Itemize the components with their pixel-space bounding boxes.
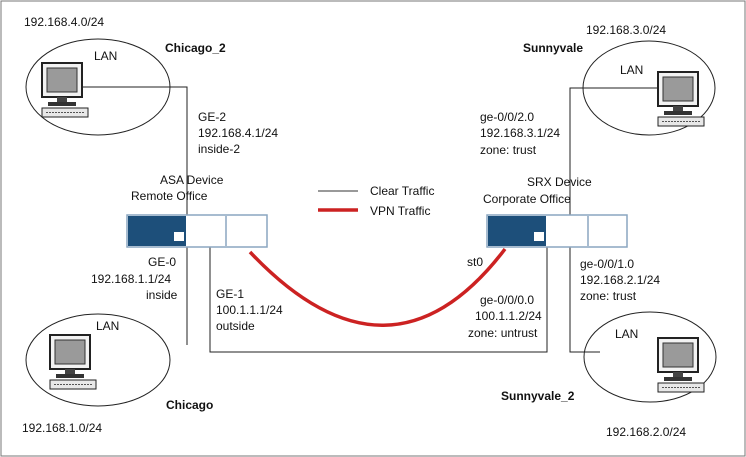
asa-ge1-port: GE-1 — [216, 287, 244, 301]
subnet-label: 192.168.2.0/24 — [606, 425, 686, 439]
vpn-tunnel-line — [248, 247, 507, 327]
lan-label: LAN — [96, 319, 119, 333]
subnet-label: 192.168.4.0/24 — [24, 15, 104, 29]
srx-trust-bottom-ip: 192.168.2.1/24 — [580, 273, 660, 287]
computer-icon — [41, 62, 89, 118]
link-outside-untrust — [209, 247, 548, 353]
lan-ellipse-sunnyvale2 — [583, 311, 717, 403]
asa-device-icon — [126, 214, 268, 248]
asa-ge2-zone: inside-2 — [198, 142, 240, 156]
asa-title: ASA Device — [160, 173, 224, 187]
asa-subtitle: Remote Office — [131, 189, 208, 203]
legend-vpn-label: VPN Traffic — [370, 204, 430, 218]
site-name: Sunnyvale_2 — [501, 389, 575, 403]
lan-ellipse-sunnyvale — [582, 40, 716, 136]
lan-ellipse-chicago — [25, 313, 171, 407]
computer-icon — [657, 71, 705, 127]
srx-untrust-port: ge-0/0/0.0 — [480, 293, 534, 307]
lan-label: LAN — [620, 63, 643, 77]
computer-icon — [657, 337, 705, 393]
computer-icon — [49, 334, 97, 390]
asa-ge1-ip: 100.1.1.1/24 — [216, 303, 283, 317]
asa-ge1-zone: outside — [216, 319, 255, 333]
legend: Clear Traffic VPN Traffic — [318, 184, 434, 218]
lan-label: LAN — [615, 327, 638, 341]
srx-trust-top-ip: 192.168.3.1/24 — [480, 126, 560, 140]
site-name: Chicago_2 — [165, 41, 226, 55]
legend-clear-label: Clear Traffic — [370, 184, 434, 198]
srx-trust-top-zone: zone: trust — [480, 143, 537, 157]
srx-trust-bottom-port: ge-0/0/1.0 — [580, 257, 634, 271]
asa-ge2-ip: 192.168.4.1/24 — [198, 126, 278, 140]
asa-ge0-ip: 192.168.1.1/24 — [91, 272, 171, 286]
subnet-label: 192.168.1.0/24 — [22, 421, 102, 435]
asa-ge0-zone: inside — [146, 288, 178, 302]
site-name: Sunnyvale — [523, 41, 583, 55]
srx-trust-top-port: ge-0/0/2.0 — [480, 110, 534, 124]
link-sunnyvale-srx — [569, 87, 665, 215]
clear-links — [80, 86, 665, 353]
srx-device-icon — [486, 214, 628, 248]
srx-tunnel-label: st0 — [467, 255, 483, 269]
srx-untrust-zone: zone: untrust — [468, 326, 538, 340]
site-name: Chicago — [166, 398, 213, 412]
asa-ge2-port: GE-2 — [198, 110, 226, 124]
link-chicago2-asa — [80, 86, 188, 215]
lan-ellipse-chicago2 — [25, 38, 171, 136]
link-srx-sunnyvale2 — [569, 247, 600, 353]
subnet-label: 192.168.3.0/24 — [586, 23, 666, 37]
srx-trust-bottom-zone: zone: trust — [580, 289, 637, 303]
asa-ge0-port: GE-0 — [148, 255, 176, 269]
srx-untrust-ip: 100.1.1.2/24 — [475, 309, 542, 323]
srx-subtitle: Corporate Office — [483, 192, 571, 206]
lan-label: LAN — [94, 49, 117, 63]
srx-title: SRX Device — [527, 175, 592, 189]
